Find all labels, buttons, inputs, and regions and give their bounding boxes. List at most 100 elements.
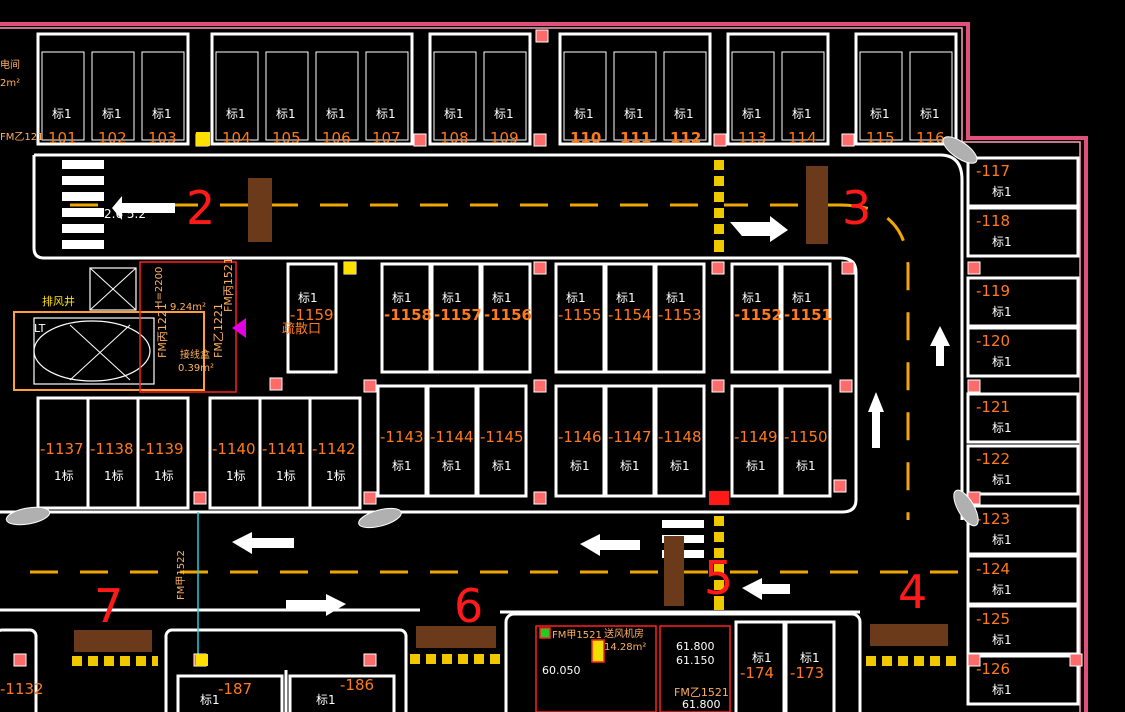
left-arrow-icon [580, 534, 640, 556]
right-parking-column: -117标1-118标1-119标1-120标1-121标1-122标1-123… [966, 156, 1080, 706]
bay-number: 115 [866, 129, 895, 147]
bay-number: -122 [976, 450, 1010, 468]
parking-block [36, 32, 190, 146]
structural-column [967, 653, 981, 667]
parking-bay [663, 51, 707, 141]
bay-number: -1143 [380, 428, 424, 446]
lane-center-lines [30, 203, 960, 574]
bay-number: -173 [790, 664, 824, 682]
bay-number: -126 [976, 660, 1010, 678]
room-label: 送风机房 [604, 627, 644, 640]
bay-type-label: 标1 [152, 107, 172, 121]
structural-column [363, 653, 377, 667]
bay-number: -1132 [0, 680, 44, 698]
bay-type-label: 标1 [992, 355, 1012, 369]
top-left-area: 2m² [0, 78, 20, 89]
elevation-2: 61.150 [676, 654, 715, 667]
parking-bay [365, 51, 409, 141]
parking-block [726, 32, 830, 146]
speed-bump-bottom [714, 516, 724, 610]
fm-door-label-3: FM乙1221 [212, 303, 225, 358]
bay-number: -1141 [262, 440, 306, 458]
bay-number: -186 [340, 676, 374, 694]
stair-label: LT [34, 322, 46, 335]
parking-bay [308, 396, 362, 510]
bay-number: -174 [740, 664, 774, 682]
structural-column [13, 653, 27, 667]
parking-bay [781, 51, 825, 141]
bay-number: -121 [976, 398, 1010, 416]
parking-bay [433, 51, 477, 141]
bay-number: -1154 [608, 306, 652, 324]
top-parking-row: 标1101标1102标1103标1104标1105标1106标1107标1108… [36, 32, 958, 147]
structural-column [269, 377, 283, 391]
bay-type-label: 标1 [670, 459, 690, 473]
structural-column [533, 491, 547, 505]
parking-bay [476, 384, 528, 498]
structural-column [713, 133, 727, 147]
bay-type-label: 标1 [566, 291, 586, 305]
bay-number: -1152 [734, 306, 782, 324]
parking-bay [966, 156, 1080, 208]
structural-column [535, 29, 549, 43]
bay-type-label: 标1 [792, 107, 812, 121]
parking-bay [613, 51, 657, 141]
bay-number: -1142 [312, 440, 356, 458]
bottom-structures [0, 612, 862, 712]
bay-type-label: 标1 [392, 459, 412, 473]
bay-number: -1144 [430, 428, 474, 446]
structural-column [833, 479, 847, 493]
parking-block [854, 32, 958, 146]
structural-column [344, 262, 356, 274]
bay-type-label: 标1 [376, 107, 396, 121]
bay-type-label: 标1 [742, 107, 762, 121]
parking-bay [380, 262, 432, 374]
bay-number: 108 [440, 129, 469, 147]
lower-left-parking-row: -11371标-11381标-11391标-11401标-11411标-1142… [36, 396, 362, 510]
bay-number: -1158 [384, 306, 432, 324]
bay-type-label: 1标 [276, 469, 296, 483]
bay-type-label: 标1 [298, 291, 318, 305]
structural-column [967, 379, 981, 393]
bay-type-label: 标1 [570, 459, 590, 473]
parking-block [558, 32, 712, 146]
top-left-label: 电间 [0, 58, 20, 71]
parking-bay [730, 262, 782, 374]
lane-text: 2.6 5.2 [104, 207, 146, 221]
convex-mirrors [5, 136, 979, 529]
bay-type-label: 标1 [316, 693, 336, 707]
parking-block [210, 32, 414, 146]
parking-bay [780, 262, 832, 374]
structural-column [709, 491, 729, 505]
bay-number: -125 [976, 610, 1010, 628]
bay-number: -123 [976, 510, 1010, 528]
zone-number: 3 [842, 181, 871, 235]
area-label: 9.24m² [170, 302, 206, 313]
parking-bay [215, 51, 259, 141]
parking-bay [654, 262, 706, 374]
bay-number: -1150 [784, 428, 828, 446]
bay-number: -1153 [658, 306, 702, 324]
structural-column [413, 133, 427, 147]
parking-bay [41, 51, 85, 141]
split-arrow-icon [868, 392, 884, 448]
bay-number: -119 [976, 282, 1010, 300]
parking-bay [483, 51, 527, 141]
structural-column [841, 261, 855, 275]
bay-type-label: 标1 [796, 459, 816, 473]
parking-bay [91, 51, 135, 141]
bay-type-label: 1标 [104, 469, 124, 483]
parking-bay [966, 444, 1080, 496]
up-arrow-icon [930, 326, 950, 366]
bay-number: 110 [570, 129, 601, 147]
bay-type-label: 标1 [226, 107, 246, 121]
bay-type-label: 标1 [492, 459, 512, 473]
parking-bay [966, 326, 1080, 378]
parking-bay [966, 276, 1080, 328]
parking-block [428, 32, 532, 146]
structural-columns [13, 29, 1083, 667]
bay-type-label: 标1 [992, 633, 1012, 647]
bay-type-label: 标1 [870, 107, 890, 121]
